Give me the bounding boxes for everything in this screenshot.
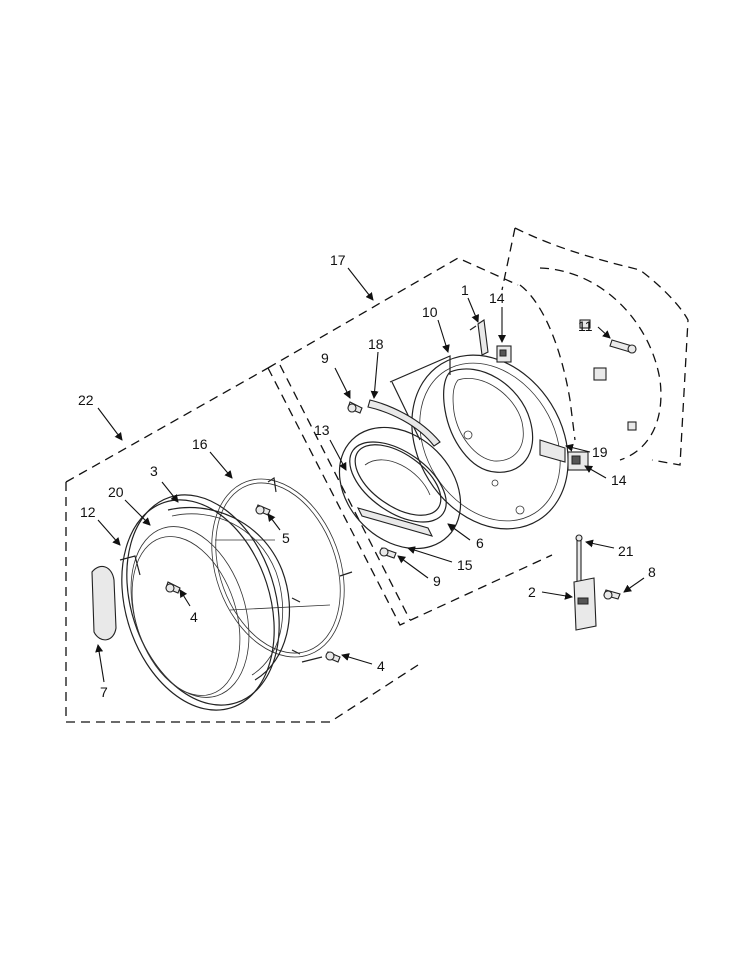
hinge-part-19 <box>539 439 566 463</box>
screw-part-4-upper <box>165 581 181 594</box>
callout-10: 10 <box>422 304 438 320</box>
callout-7: 7 <box>100 684 108 700</box>
cabinet-front-panel <box>501 227 689 466</box>
hinge-block-part-14-top <box>496 345 512 363</box>
callout-18: 18 <box>368 336 384 352</box>
callout-17: 17 <box>330 252 346 268</box>
assembly-17-boundary <box>267 257 553 626</box>
callout-6: 6 <box>476 535 484 551</box>
callout-14-bottom: 14 <box>611 472 627 488</box>
callout-15: 15 <box>457 557 473 573</box>
wire-frame-part-16 <box>211 476 353 658</box>
door-trim-part-3 <box>167 506 291 681</box>
callout-9-top: 9 <box>321 350 329 366</box>
screw-part-5 <box>255 504 271 516</box>
callout-20: 20 <box>108 484 124 500</box>
callout-11: 11 <box>578 318 593 334</box>
trim-strip-part-15 <box>356 507 434 537</box>
screw-part-11 <box>609 339 637 354</box>
door-handle-part-12 <box>91 565 117 641</box>
door-glass-part-13 <box>349 441 447 523</box>
outer-door-ring-part-20 <box>119 494 280 711</box>
leader-lines <box>95 267 645 683</box>
assembly-22-boundary <box>65 367 419 723</box>
callout-2: 2 <box>528 584 536 600</box>
callout-4-upper: 4 <box>190 609 198 625</box>
callout-22: 22 <box>78 392 94 408</box>
screw-part-9-bottom <box>379 547 397 559</box>
callout-14-top: 14 <box>489 290 505 306</box>
handle-trim-part-18 <box>367 399 441 447</box>
callout-16: 16 <box>192 436 208 452</box>
callout-labels: 17 1 14 10 11 9 18 22 13 16 19 14 3 20 5… <box>78 252 656 700</box>
hinge-block-part-14-bottom <box>567 451 589 471</box>
callout-3: 3 <box>150 463 158 479</box>
callout-19: 19 <box>592 444 608 460</box>
callout-13: 13 <box>314 422 330 438</box>
callout-12: 12 <box>80 504 96 520</box>
screw-part-4-lower <box>301 651 341 663</box>
callout-4-lower: 4 <box>377 658 385 674</box>
callout-1: 1 <box>461 282 469 298</box>
callout-9-bottom: 9 <box>433 573 441 589</box>
callout-5: 5 <box>282 530 290 546</box>
screw-part-8 <box>603 589 621 600</box>
callout-8: 8 <box>648 564 656 580</box>
hinge-pin-part-1 <box>469 319 489 356</box>
screw-part-9-top <box>347 401 363 414</box>
callout-21: 21 <box>618 543 634 559</box>
door-gasket-part-6 <box>338 426 462 550</box>
door-latch-part-2 <box>573 577 597 631</box>
